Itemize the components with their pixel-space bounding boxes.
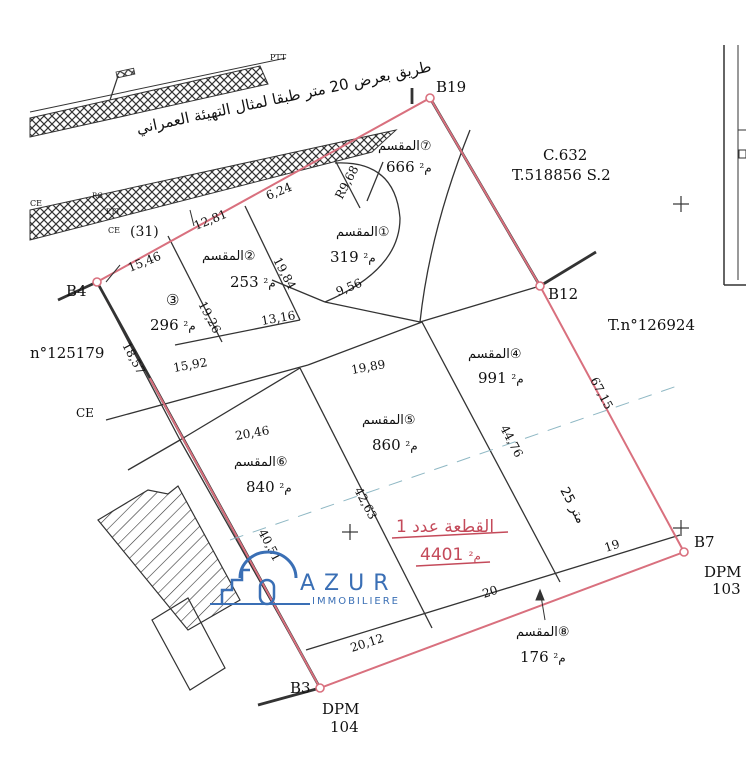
road-ce-label: CE xyxy=(30,199,42,208)
lot-2-area: م² 253 xyxy=(230,273,276,291)
parcel-boundary xyxy=(95,96,686,690)
parcel-title: القطعة عدد 1 xyxy=(396,517,494,537)
dim-20-12: 20,12 xyxy=(349,631,386,655)
corner-b19: B19 xyxy=(436,78,466,96)
rg-label: RG xyxy=(92,192,103,200)
dpm-103-label: DPM xyxy=(704,563,741,581)
dim-19-89: 19,89 xyxy=(350,357,386,377)
corner-b12: B12 xyxy=(548,285,578,303)
neighbor-tn-left: n°125179 xyxy=(30,344,104,362)
ptt-marker xyxy=(109,67,136,101)
lot-4-label: المقسم④ xyxy=(468,347,522,362)
lot-6-area: م² 840 xyxy=(246,478,292,496)
lot-4-area: م² 991 xyxy=(478,369,524,387)
lot-8-area: م² 176 xyxy=(520,648,566,666)
lot-7: المقسم⑦ م² 666 xyxy=(378,139,432,176)
lot-7-area: م² 666 xyxy=(386,158,432,176)
ce-label: CE xyxy=(76,406,94,420)
dim-25: 25 متر xyxy=(556,485,587,526)
road-hatching xyxy=(29,57,398,241)
neighbor-title: T.518856 S.2 xyxy=(512,166,611,184)
neighbor-tn-right: T.n°126924 xyxy=(608,316,695,334)
lot-31-label: (31) xyxy=(130,224,159,240)
dim-13-16: 13,16 xyxy=(260,308,296,328)
dpm-104-num: 104 xyxy=(330,718,359,736)
lot-3-label: ③ xyxy=(166,291,179,309)
lot-8-label: المقسم⑧ xyxy=(516,625,570,640)
building-outline xyxy=(151,597,226,691)
dim-9-56: 9,56 xyxy=(334,276,364,299)
dpm-103-num: 103 xyxy=(712,580,741,598)
neighbor-c632: C.632 xyxy=(543,146,587,164)
parcel-label: القطعة عدد 1 م² 4401 xyxy=(391,517,509,567)
dpm-104-label: DPM xyxy=(322,700,359,718)
lot-7-label: المقسم⑦ xyxy=(378,139,432,154)
ptt-label-left: PTT xyxy=(106,208,121,216)
lot-1: المقسم① م² 319 xyxy=(330,225,390,266)
parcel-area: م² 4401 xyxy=(420,545,481,565)
dim-12-81: 12,81 xyxy=(192,207,229,233)
lot-6-label: المقسم⑥ xyxy=(234,455,288,470)
lot-1-label: المقسم① xyxy=(336,225,390,240)
cross-markers xyxy=(342,196,689,540)
azur-logo: AZUR IMMOBILIERE xyxy=(210,550,400,607)
dim-r9-68: R9,68 xyxy=(332,163,361,201)
corner-b4: B4 xyxy=(66,282,87,300)
dim-40-51: 40,51 xyxy=(255,527,283,564)
arrows xyxy=(105,209,546,621)
lot-3: ③ م² 296 xyxy=(150,291,196,334)
lot-5-label: المقسم⑤ xyxy=(362,413,416,428)
dim-20-46: 20,46 xyxy=(234,423,270,443)
corner-b3: B3 xyxy=(290,679,311,697)
logo-brand: AZUR xyxy=(300,571,398,596)
ptt-label-top: PTT xyxy=(270,53,287,62)
lot-5: المقسم⑤ م² 860 xyxy=(362,413,418,454)
dim-67-15: 67,15 xyxy=(587,375,615,412)
lot-6: المقسم⑥ م² 840 xyxy=(234,455,292,496)
dim-6-24: 6,24 xyxy=(264,180,294,203)
dim-15-92: 15,92 xyxy=(172,355,208,375)
dim-18-57: 18,57 xyxy=(119,340,147,377)
corner-markers xyxy=(92,93,689,693)
ce-small-label: CE xyxy=(108,226,120,235)
dim-19: 19 xyxy=(603,537,622,555)
dim-15-46: 15,46 xyxy=(126,249,163,275)
logo-sub: IMMOBILIERE xyxy=(312,596,400,607)
dashed-line xyxy=(229,384,681,541)
lot-8: المقسم⑧ م² 176 xyxy=(516,625,570,666)
neighbor-block-right xyxy=(723,45,746,286)
lot-2: المقسم② م² 253 xyxy=(202,249,276,291)
lot-3-area: م² 296 xyxy=(150,316,196,334)
corner-b7: B7 xyxy=(694,533,715,551)
lot-2-label: المقسم② xyxy=(202,249,256,264)
dim-44-76: 44,76 xyxy=(497,423,525,460)
lot-1-area: م² 319 xyxy=(330,248,376,266)
dim-19-26: 19,26 xyxy=(195,299,223,336)
building-hatched xyxy=(97,485,241,631)
lot-4: المقسم④ م² 991 xyxy=(468,347,524,387)
lot-5-area: م² 860 xyxy=(372,436,418,454)
dim-20: 20 xyxy=(481,583,500,601)
